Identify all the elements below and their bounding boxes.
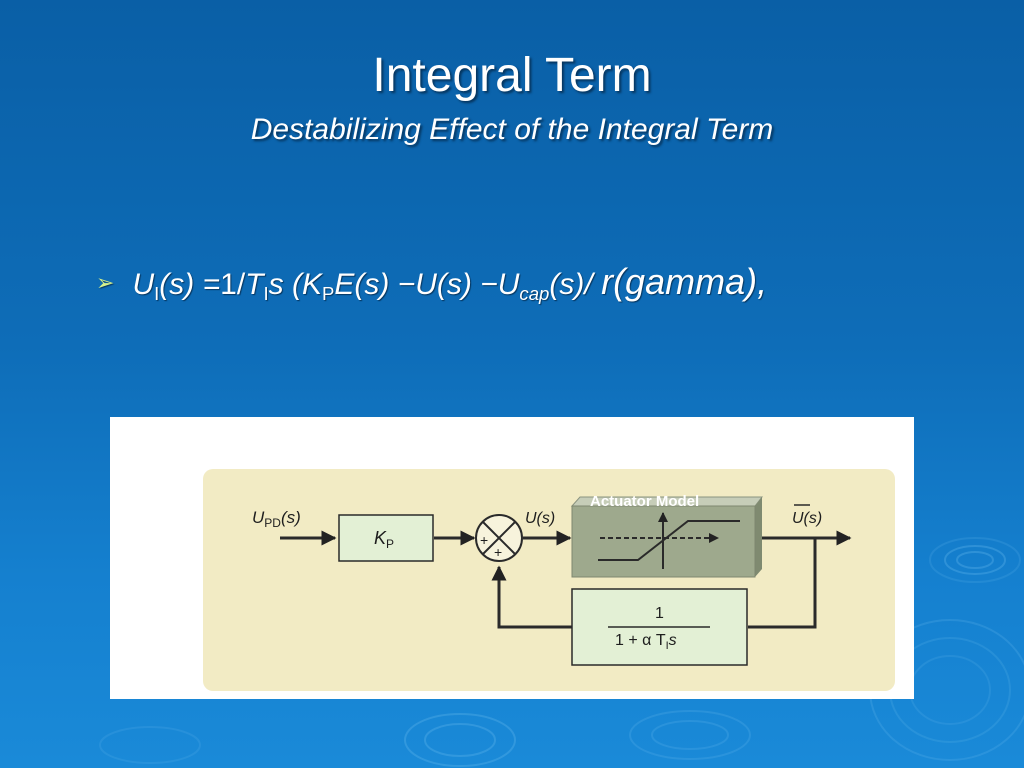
slide-subtitle: Destabilizing Effect of the Integral Ter… [250,113,774,146]
eq-cap-sub: cap [519,283,550,304]
saturation-curve-icon [598,512,740,569]
sum-plus-left: + [480,532,488,548]
eq-lhs-arg: (s) = [159,268,221,301]
input-signal-label: UPD(s) [252,508,301,530]
eq-lhs-sub: I [154,283,160,304]
eq-tail: (s)/ [549,268,593,301]
summing-junction: + + [475,514,523,562]
feedback-return-wire [491,565,572,629]
eq-gamma: r(gamma), [601,261,768,302]
feedback-denominator: 1 + α TIs [615,632,677,652]
actuator-model-block: Actuator Model [570,493,764,578]
eq-lhs-symbol: U [132,268,155,301]
block-diagram-frame: UPD(s) KP + + U(s) Actuator Model [110,417,914,699]
eq-middle: E(s) −U(s) −U [334,268,520,301]
arrow-bullet-icon: ➢ [96,270,115,295]
actuator-model-title: Actuator Model [590,493,699,510]
gain-block [338,514,434,562]
eq-one: 1 [220,268,237,301]
eq-t: T [245,268,264,301]
feedback-numerator: 1 [655,605,664,622]
eq-k-sub: P [322,283,335,304]
eq-t-sub: I [263,283,269,304]
sum-plus-bottom: + [494,544,502,560]
block-diagram: UPD(s) KP + + U(s) Actuator Model [203,469,895,691]
eq-s-open: s (K [268,268,322,301]
diagram-panel [203,469,895,691]
eq-slash: / [236,268,246,301]
output-signal-label: U(s) [792,510,822,527]
slide-title: Integral Term [372,49,652,102]
equation-bullet: ➢UI(s) =1/TIs (KPE(s) −U(s) −Ucap(s)/ r(… [96,262,767,305]
u-signal-label: U(s) [525,510,555,527]
gain-label: KP [374,528,394,551]
feedback-out-wire [748,538,817,629]
